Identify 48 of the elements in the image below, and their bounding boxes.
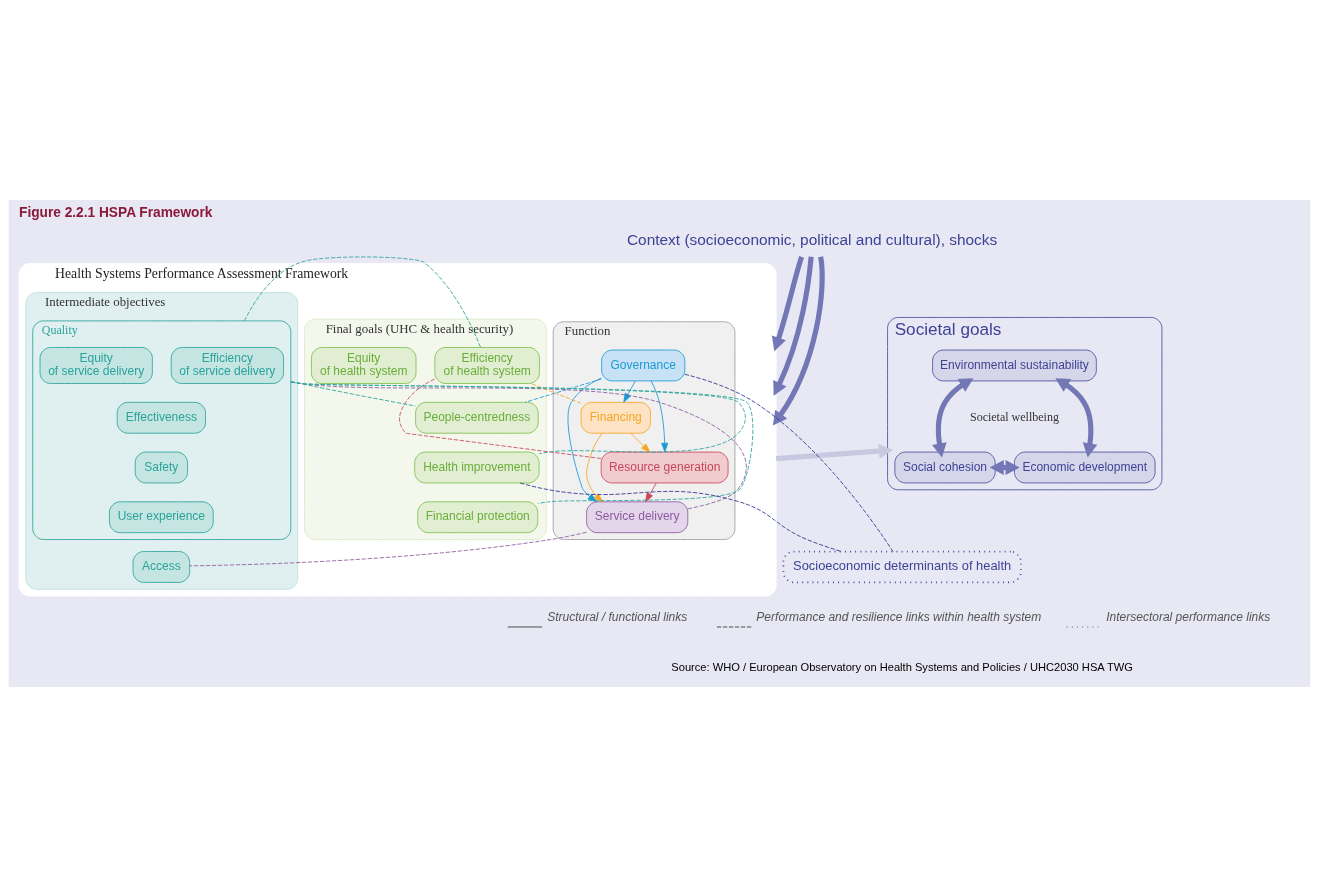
node-box: Health improvement (414, 451, 540, 483)
arrow (623, 380, 636, 403)
node-box: Economic development (1014, 451, 1156, 483)
legend-label: Intersectoral performance links (1106, 609, 1271, 624)
node-text: Context (socioeconomic, political and cultural), shocks (626, 230, 998, 248)
node-box: Safety (134, 451, 188, 483)
legend-label: Performance and resilience links within health system (756, 609, 1042, 624)
node-box: Governance (601, 349, 686, 381)
arrow (567, 377, 602, 502)
connector (290, 380, 416, 406)
connector (519, 482, 842, 552)
diagram-title: Figure 2.2.1 HSPA Framework (19, 204, 213, 220)
node-box: Efficiency of health system (434, 346, 540, 384)
arrow (630, 432, 651, 452)
arrow (650, 380, 669, 452)
arrow (772, 256, 825, 426)
arrow (773, 256, 814, 396)
node-box: Equity of health system (310, 346, 417, 384)
node-box: Resource generation (600, 451, 729, 483)
node-box: Service delivery (586, 500, 689, 533)
arrow (1055, 377, 1098, 457)
node-box: Efficiency of service delivery (170, 346, 284, 384)
node-box: Environmental sustainability (932, 349, 1097, 381)
legend-label: Structural / functional links (547, 609, 688, 624)
node-box: People-centredness (415, 401, 539, 434)
arrow (645, 482, 657, 502)
node-box: Socioeconomic determinants of health (782, 550, 1022, 583)
node-box: Social cohesion (894, 451, 996, 483)
node-text: Societal wellbeing (969, 409, 1059, 424)
arrow (586, 432, 604, 502)
arrow (771, 255, 805, 351)
node-box: Financial protection (417, 500, 539, 533)
connector (530, 382, 582, 404)
node-box: Financing (580, 401, 651, 434)
connector (684, 373, 894, 552)
arrow (932, 377, 974, 457)
node-box: Effectiveness (116, 401, 206, 434)
connector (524, 378, 602, 403)
caption: Source: WHO / European Observatory on Health Systems and Policies / UHC2030 HSA TWG (671, 660, 1133, 673)
arrow (989, 459, 1020, 475)
connector (189, 531, 587, 566)
connector (290, 381, 746, 454)
node-box: Access (132, 550, 191, 583)
node-box: User experience (109, 500, 214, 533)
connector (399, 378, 602, 459)
node-box: Equity of service delivery (39, 346, 153, 384)
connector (243, 256, 482, 348)
arrow (775, 443, 894, 461)
